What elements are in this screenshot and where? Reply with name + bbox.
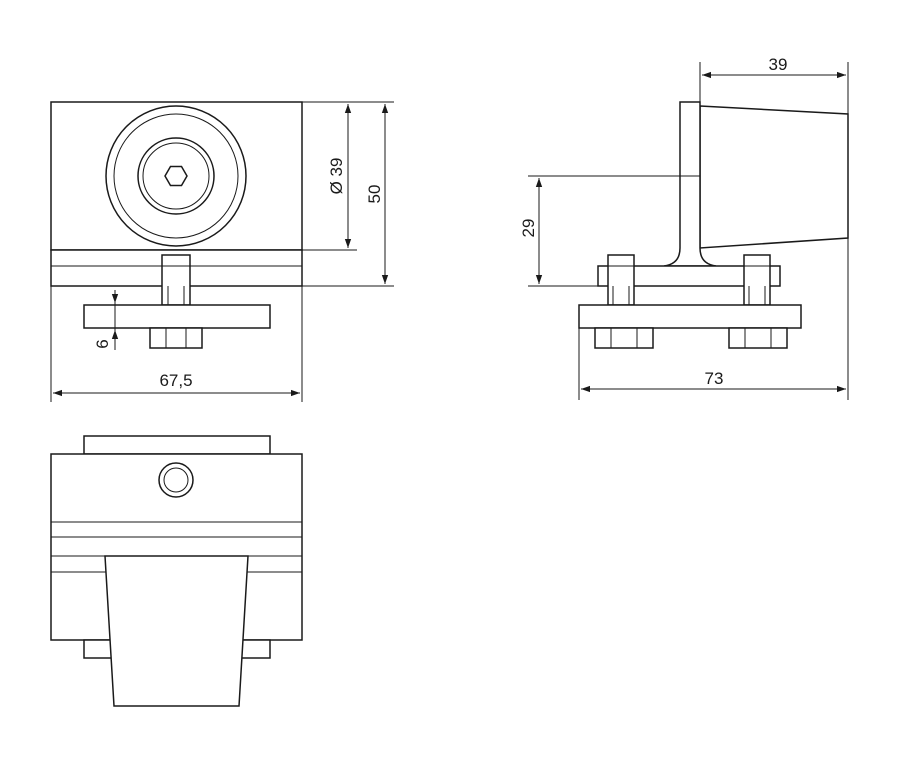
top-view bbox=[50, 435, 303, 707]
dim-label-height: 50 bbox=[365, 185, 384, 204]
dim-label-73: 73 bbox=[705, 369, 724, 388]
front-nut bbox=[149, 327, 203, 349]
bolt-shank bbox=[161, 254, 191, 306]
top-plate-strip bbox=[83, 435, 271, 455]
dim-label-diameter: Ø 39 bbox=[327, 158, 346, 195]
side-view: 29 39 73 bbox=[519, 55, 849, 400]
front-view: Ø 39 50 6 67,5 bbox=[50, 101, 394, 402]
front-plate bbox=[83, 304, 271, 329]
top-buffer bbox=[104, 555, 249, 707]
buffer-ring bbox=[113, 113, 239, 239]
side-nut-left bbox=[594, 327, 654, 349]
side-buffer bbox=[699, 105, 849, 249]
dim-label-39: 39 bbox=[769, 55, 788, 74]
dim-label-bolt: 6 bbox=[93, 339, 112, 348]
side-base-plate bbox=[578, 304, 802, 329]
screw-head-inner bbox=[142, 142, 210, 210]
side-bolt-left bbox=[607, 254, 635, 306]
side-nut-right bbox=[728, 327, 788, 349]
top-screw-inner bbox=[163, 467, 189, 493]
hex-socket-icon bbox=[164, 165, 188, 187]
side-bolt-right bbox=[743, 254, 771, 306]
dim-label-width: 67,5 bbox=[159, 371, 192, 390]
side-washer bbox=[597, 265, 781, 287]
dim-label-29: 29 bbox=[519, 219, 538, 238]
